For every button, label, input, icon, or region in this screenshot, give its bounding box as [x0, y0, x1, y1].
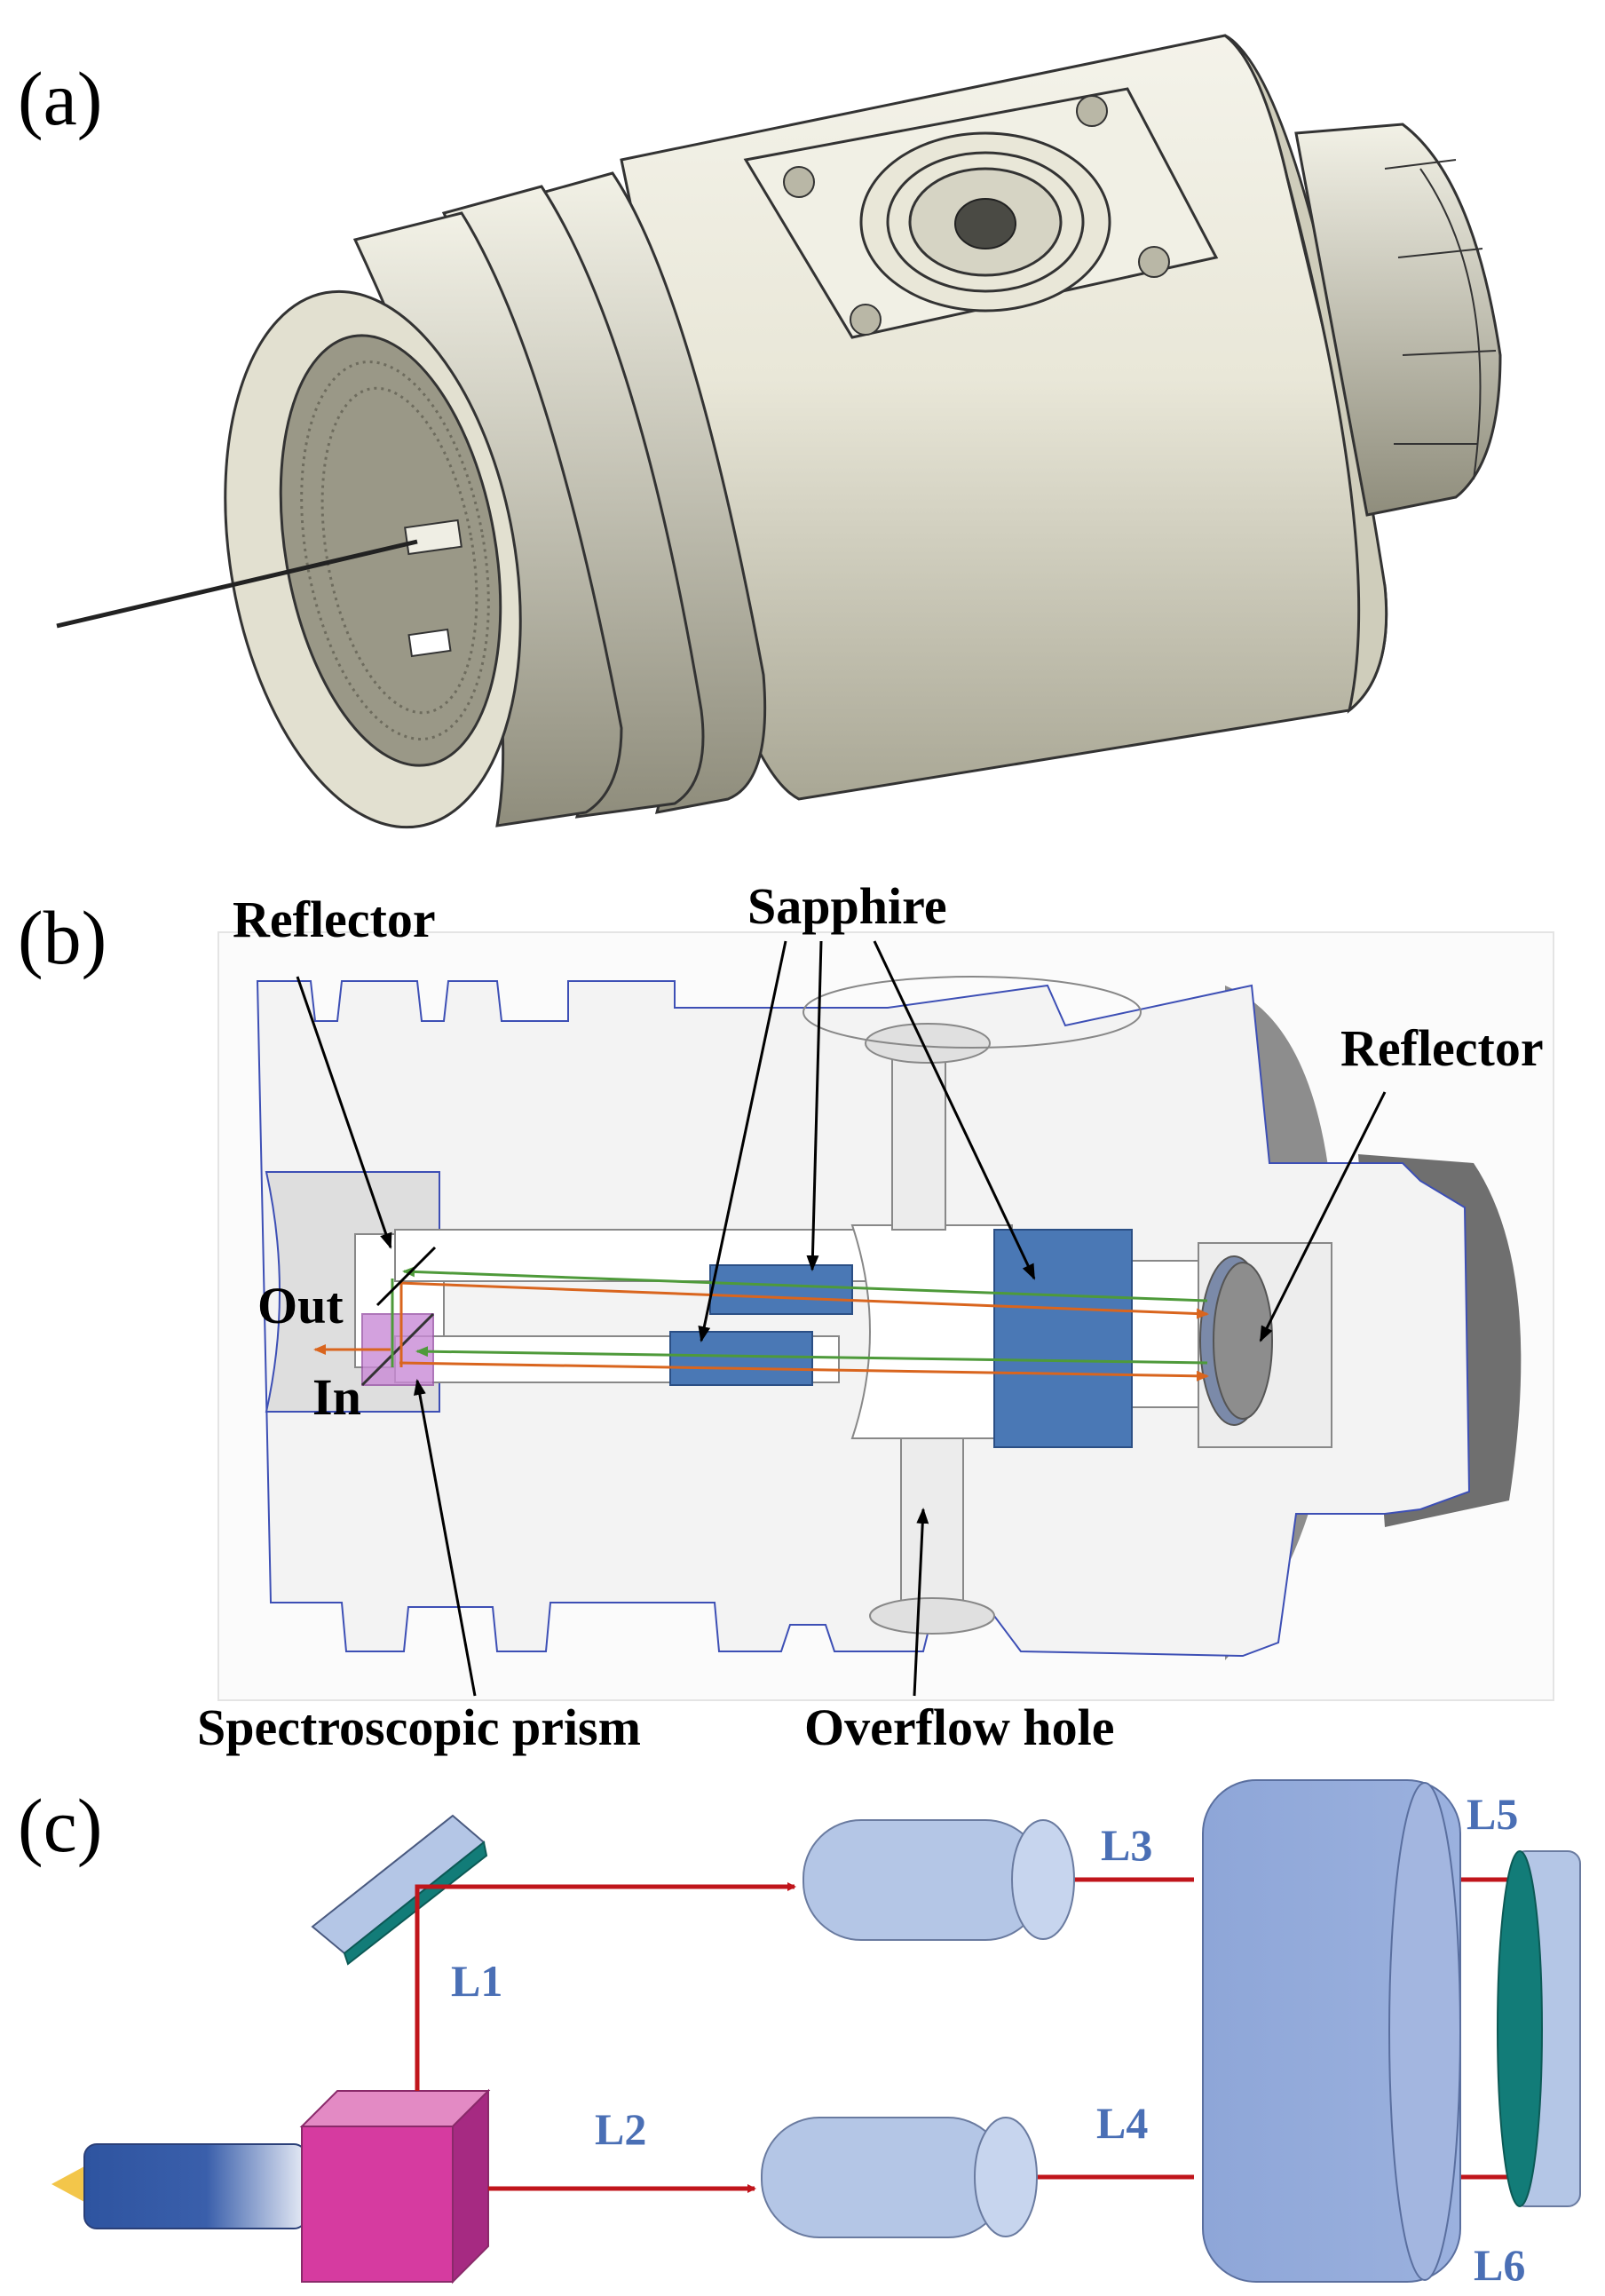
- beam-label-l4: L4: [1096, 2098, 1148, 2148]
- beam-label-l2: L2: [595, 2104, 646, 2154]
- beam-label-l6: L6: [1474, 2240, 1525, 2290]
- callout-out: Out: [257, 1277, 344, 1334]
- beam-label-l5: L5: [1467, 1789, 1518, 1839]
- sapphire-upper: [709, 1264, 853, 1315]
- callout-overflow-hole: Overflow hole: [804, 1698, 1115, 1756]
- beam-paths: [313, 1266, 1209, 1382]
- panel-b-label: (b): [18, 895, 107, 980]
- panel-c-label: (c): [18, 1783, 102, 1868]
- beam-splitter-cube: [299, 2088, 491, 2284]
- callout-sapphire: Sapphire: [747, 877, 947, 935]
- reflector-left-mirror: [360, 1312, 435, 1387]
- sapphire-window: [993, 1229, 1133, 1448]
- beam-label-l1: L1: [451, 1956, 502, 2006]
- callout-reflector-left: Reflector: [233, 891, 436, 948]
- beam-label-l3: L3: [1101, 1820, 1152, 1870]
- callout-in: In: [312, 1368, 361, 1426]
- sapphire-lower: [669, 1331, 813, 1386]
- large-lens: [1202, 1779, 1461, 2283]
- collimator-lower: [761, 2117, 1038, 2238]
- sensor-housing-3d: [56, 34, 1502, 829]
- end-mirror: [1497, 1850, 1581, 2207]
- collimator-upper: [802, 1819, 1075, 1941]
- callout-spectroscopic-prism: Spectroscopic prism: [197, 1698, 641, 1756]
- callout-leaders: [296, 940, 1387, 1697]
- panel-a: (a): [18, 34, 1502, 829]
- callout-reflector-right: Reflector: [1340, 1019, 1544, 1077]
- panel-b: (b): [18, 877, 1554, 1756]
- folding-mirror: [311, 1814, 488, 1966]
- panel-a-label: (a): [18, 56, 102, 141]
- panel-c: (c): [18, 1779, 1581, 2290]
- fiber-input: [51, 2143, 307, 2229]
